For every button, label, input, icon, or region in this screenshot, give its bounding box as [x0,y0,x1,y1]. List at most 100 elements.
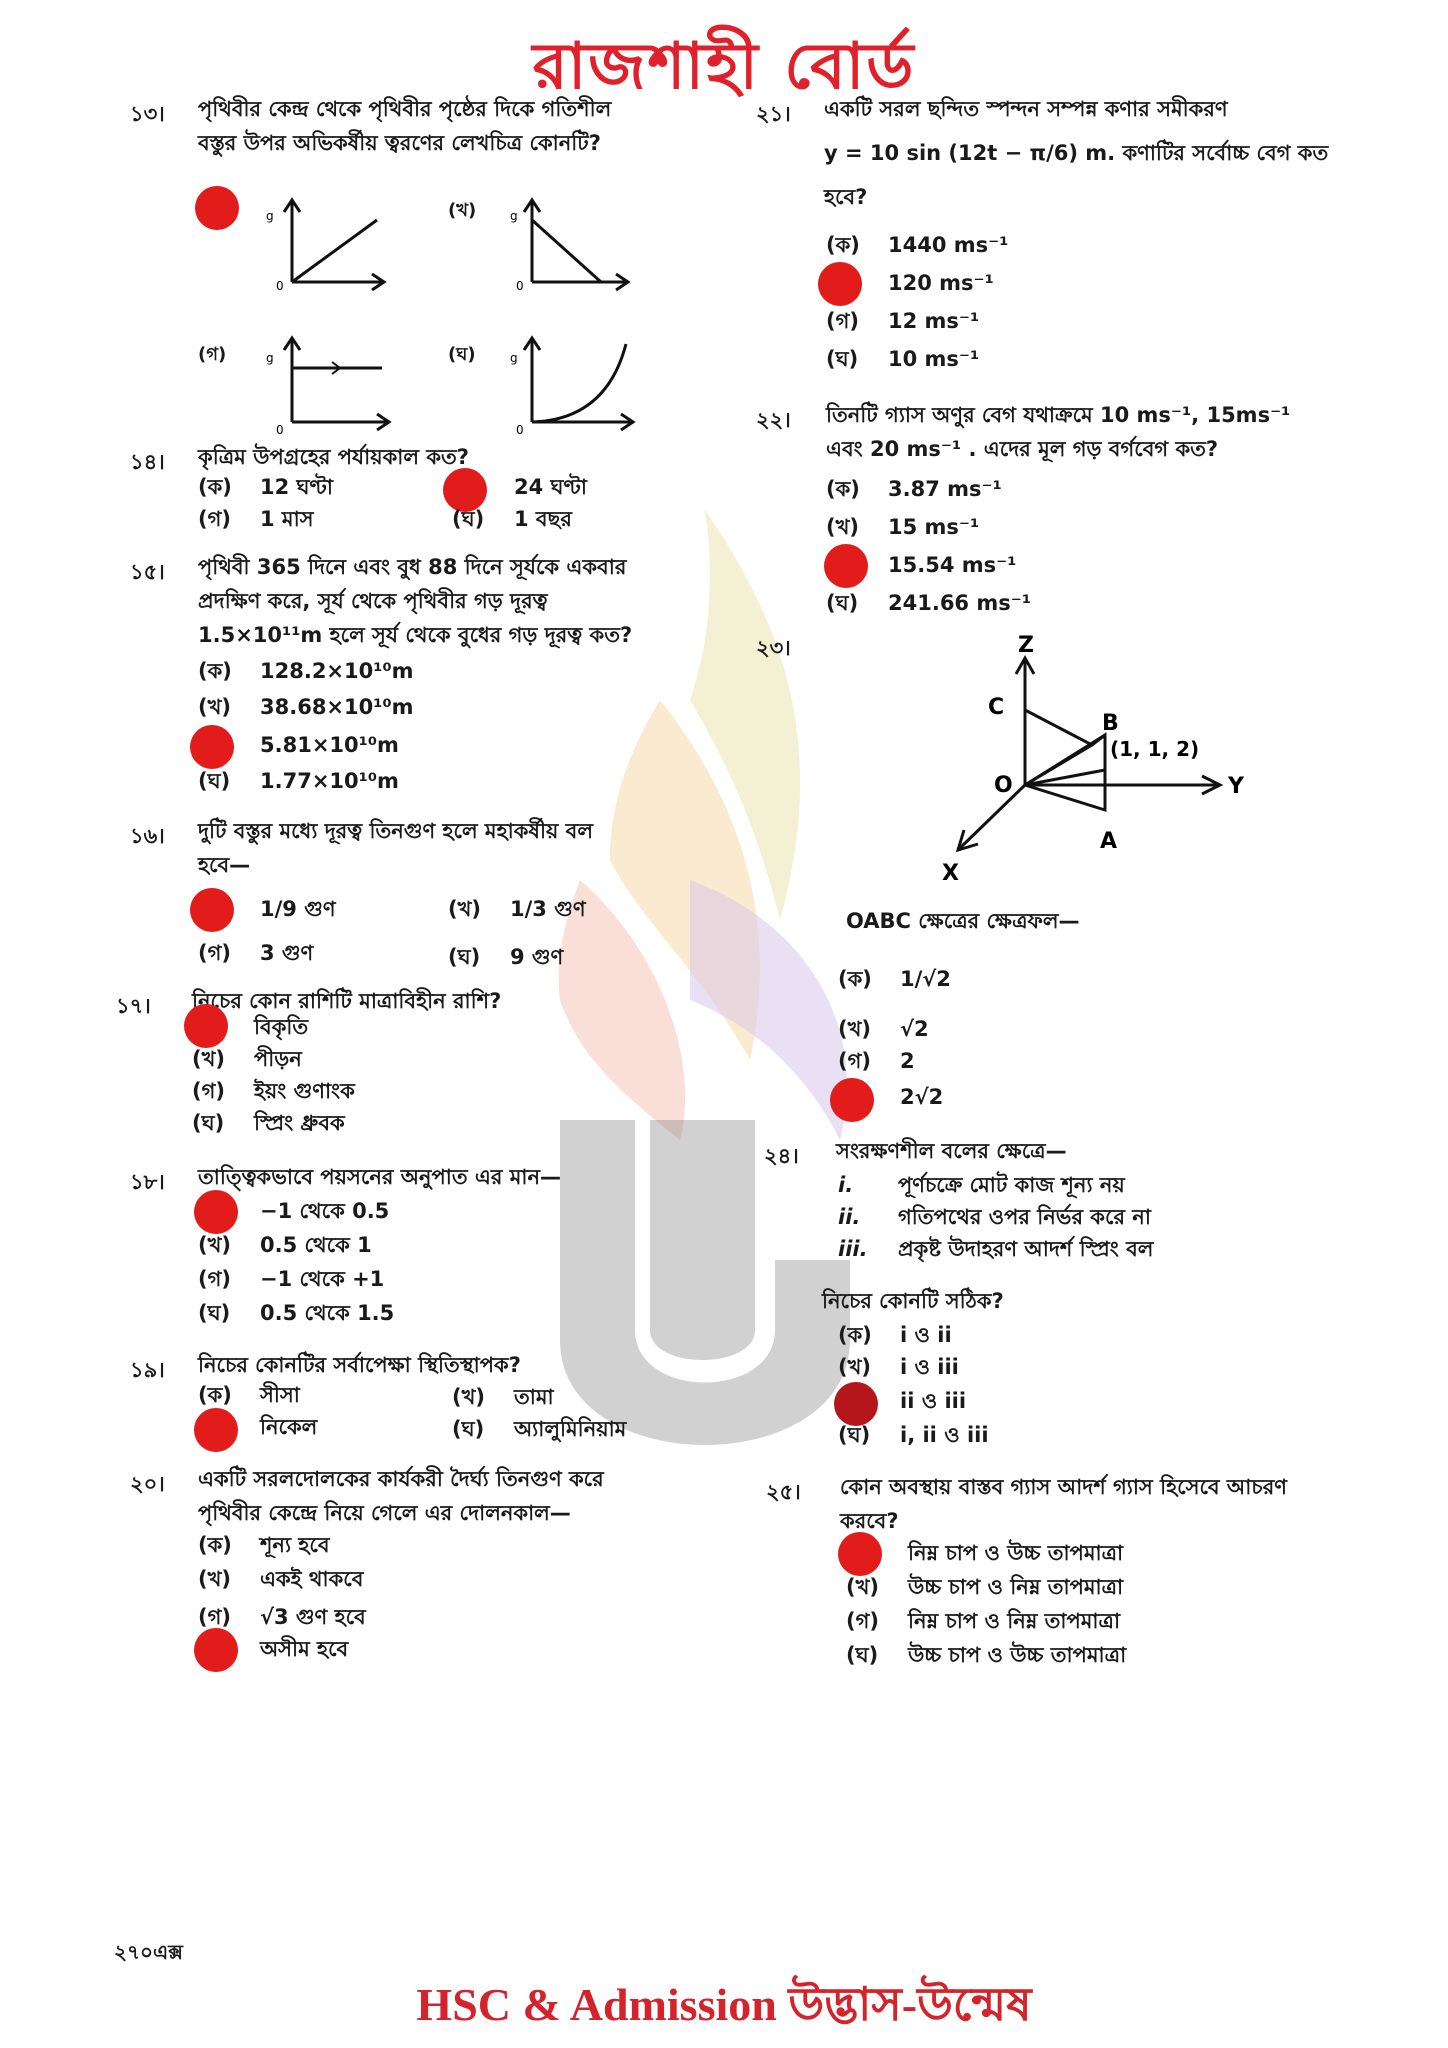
question-number: ১৯। [130,1358,165,1382]
answer-mark-icon [443,468,487,512]
option-text: 10 ms⁻¹ [888,347,980,371]
option: (ঘ)উচ্চ চাপ ও উচ্চ তাপমাত্রা [846,1638,1126,1672]
statement-numeral: iii. [838,1237,868,1261]
option: (গ)1 মাস [198,502,314,536]
option-label: (ক) [838,1323,872,1347]
option-text: 2√2 [900,1085,944,1109]
option: 1/9 গুণ [198,892,336,926]
stem-line: এবং 20 ms⁻¹ . এদের মূল গড় বর্গবেগ কত? [826,437,1219,461]
option-text: 120 ms⁻¹ [888,271,994,295]
option: (ঘ) 1 বছর [452,502,572,536]
answer-mark-icon [824,544,868,588]
option-label: (ঘ) [452,507,485,531]
question-number: ২৪। [764,1144,799,1168]
question-number: ২৩। [756,636,791,660]
a-label: A [1100,829,1117,854]
option: (খ)উচ্চ চাপ ও নিম্ন তাপমাত্রা [846,1570,1123,1604]
option: (ঘ) 10 ms⁻¹ [826,342,979,376]
option: (খ)38.68×10¹⁰m [198,690,414,724]
svg-text:g: g [510,209,518,223]
question-number: ২০। [130,1472,165,1496]
option: (গ)3 গুণ [198,936,313,970]
option-label: (ক) [826,233,860,257]
option-text: 1 বছর [514,507,572,531]
stem-line: হবে— [198,853,251,877]
option-label: (ঘ) [846,1643,879,1667]
statement-text: গতিপথের ওপর নির্ভর করে না [898,1205,1151,1229]
option-text: −1 থেকে 0.5 [260,1199,390,1223]
option-text: ইয়ং গুণাংক [254,1079,355,1103]
question-stem: কৃত্রিম উপগ্রহের পর্যায়কাল কত? [198,445,469,469]
option-label: (খ) [198,1233,231,1257]
option-label: (খ) [826,515,859,539]
option: (খ)√2 [838,1012,929,1046]
option: (গ)−1 থেকে +1 [198,1262,384,1296]
question-number: ২১। [756,102,791,126]
option-text: 12 ঘণ্টা [260,475,334,499]
option-text: শূন্য হবে [260,1533,330,1557]
svg-text:0: 0 [276,279,284,293]
stem-line: বস্তুর উপর অভিকর্ষীয় ত্বরণের লেখচিত্র ক… [198,131,601,155]
option: (গ)ইয়ং গুণাংক [192,1074,355,1108]
answer-mark-icon [190,888,234,932]
option-text: 128.2×10¹⁰m [260,659,414,683]
option-label: (খ) [198,695,231,719]
y-label: Y [1227,774,1245,799]
option-text: একই থাকবে [260,1567,364,1591]
question-number: ১৩। [130,102,165,126]
svg-text:0: 0 [276,423,284,435]
answer-mark-icon [830,1078,874,1122]
svg-text:g: g [266,209,274,223]
option-text: 3 গুণ [260,941,314,965]
option-text: 1/√2 [900,967,951,991]
option-label: (ঘ) [838,1423,871,1447]
option: (ঘ)স্প্রিং ধ্রুবক [192,1106,345,1140]
option-text: √2 [900,1017,929,1041]
option-label: (ঘ) [448,945,481,969]
question-stem: নিচের কোনটির সর্বাপেক্ষা স্থিতিস্থাপক? [198,1353,521,1377]
option-label: (খ) [838,1355,871,1379]
option-label: (ঘ) [192,1111,225,1135]
answer-mark-icon [194,1628,238,1672]
option-label: (গ) [198,507,231,531]
option-label: (ক) [198,1533,232,1557]
option-text: অসীম হবে [260,1637,349,1661]
question-number: ২২। [756,408,791,432]
answer-mark-icon [194,1408,238,1452]
question-stem: তিনটি গ্যাস অণুর বেগ যথাক্রমে 10 ms⁻¹, 1… [826,398,1290,466]
option: (ক)1/√2 [838,962,951,996]
o-label: O [994,773,1013,798]
option: (গ)12 ms⁻¹ [826,304,979,338]
z-label: Z [1018,633,1034,658]
option-text: পীড়ন [254,1047,302,1071]
option-label: (ঘ) [826,347,859,371]
page-number: ২৭০এক্স [114,1940,183,1964]
question-stem: পৃথিবীর কেন্দ্র থেকে পৃথিবীর পৃষ্ঠের দিক… [198,92,611,160]
option-text: 1440 ms⁻¹ [888,233,1009,257]
option-label: (খ) [448,897,481,921]
option: (ক) শূন্য হবে [198,1528,330,1562]
option-text: 1/9 গুণ [260,897,336,921]
stem-line: একটি সরলদোলকের কার্যকরী দৈর্ঘ্য তিনগুণ ক… [198,1467,604,1491]
option-text: 15.54 ms⁻¹ [888,553,1017,577]
question-number: ১৪। [130,450,165,474]
option: 24 ঘণ্টা [452,470,587,504]
answer-mark-icon [838,1532,882,1576]
statement-text: পূর্ণচক্রে মোট কাজ শূন্য নয় [898,1173,1125,1197]
graph-curve-increasing-icon: g0 [510,335,636,435]
question-number: ১৬। [130,824,165,848]
statement-numeral: i. [838,1173,854,1197]
option-text: 2 [900,1049,915,1073]
question-number: ১৮। [130,1170,165,1194]
option: বিকৃতি [192,1010,308,1044]
option: (খ)15 ms⁻¹ [826,510,979,544]
option-text: উচ্চ চাপ ও নিম্ন তাপমাত্রা [908,1575,1124,1599]
question-number: ২৫। [766,1480,801,1504]
graph-constant-icon: g0 [266,335,392,435]
stem-line: একটি সরল ছন্দিত স্পন্দন সম্পন্ন কণার সমী… [824,97,1228,121]
svg-text:0: 0 [516,423,524,435]
svg-text:0: 0 [516,279,524,293]
option: (ঘ)1.77×10¹⁰m [198,764,399,798]
option: (ক)সীসা [198,1378,300,1412]
option: 2√2 [838,1080,943,1114]
